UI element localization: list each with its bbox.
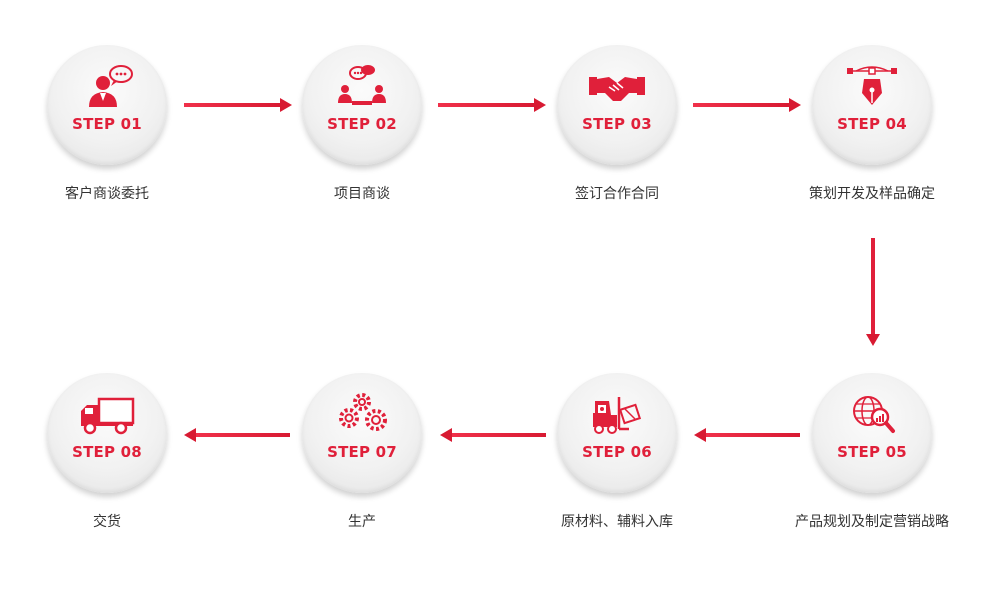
step-number: STEP 01 [72, 115, 142, 133]
step-8: STEP 08 交货 [7, 373, 207, 531]
handshake-icon [587, 63, 647, 107]
step-circle: STEP 05 [812, 373, 932, 493]
step-caption: 签订合作合同 [575, 186, 659, 202]
step-caption: 项目商谈 [334, 186, 390, 202]
step-4: STEP 04 策划开发及样品确定 [772, 45, 972, 203]
step-caption: 原材料、辅料入库 [561, 514, 673, 530]
pen-tool-icon [842, 63, 902, 107]
step-number: STEP 06 [582, 443, 652, 461]
step-circle: STEP 08 [47, 373, 167, 493]
step-caption: 客户商谈委托 [65, 186, 149, 202]
step-circle: STEP 04 [812, 45, 932, 165]
step-2: STEP 02 项目商谈 [262, 45, 462, 203]
step-number: STEP 07 [327, 443, 397, 461]
step-caption: 产品规划及制定营销战略 [795, 514, 949, 530]
forklift-icon [587, 391, 647, 435]
step-number: STEP 05 [837, 443, 907, 461]
globe-search-icon [842, 391, 902, 435]
step-circle: STEP 07 [302, 373, 422, 493]
step-caption: 策划开发及样品确定 [809, 186, 935, 202]
step-number: STEP 08 [72, 443, 142, 461]
step-caption: 生产 [348, 514, 376, 530]
step-circle: STEP 06 [557, 373, 677, 493]
meeting-icon [332, 63, 392, 107]
step-circle: STEP 03 [557, 45, 677, 165]
step-5: STEP 05 产品规划及制定营销战略 [772, 373, 972, 531]
truck-icon [77, 391, 137, 435]
step-1: STEP 01 客户商谈委托 [7, 45, 207, 203]
step-number: STEP 04 [837, 115, 907, 133]
customer-chat-icon [77, 63, 137, 107]
step-7: STEP 07 生产 [262, 373, 462, 531]
step-3: STEP 03 签订合作合同 [517, 45, 717, 203]
step-circle: STEP 02 [302, 45, 422, 165]
gears-icon [332, 391, 392, 435]
step-circle: STEP 01 [47, 45, 167, 165]
step-caption: 交货 [93, 514, 121, 530]
arrow-4-to-5 [866, 238, 880, 346]
step-number: STEP 02 [327, 115, 397, 133]
step-6: STEP 06 原材料、辅料入库 [517, 373, 717, 531]
step-number: STEP 03 [582, 115, 652, 133]
